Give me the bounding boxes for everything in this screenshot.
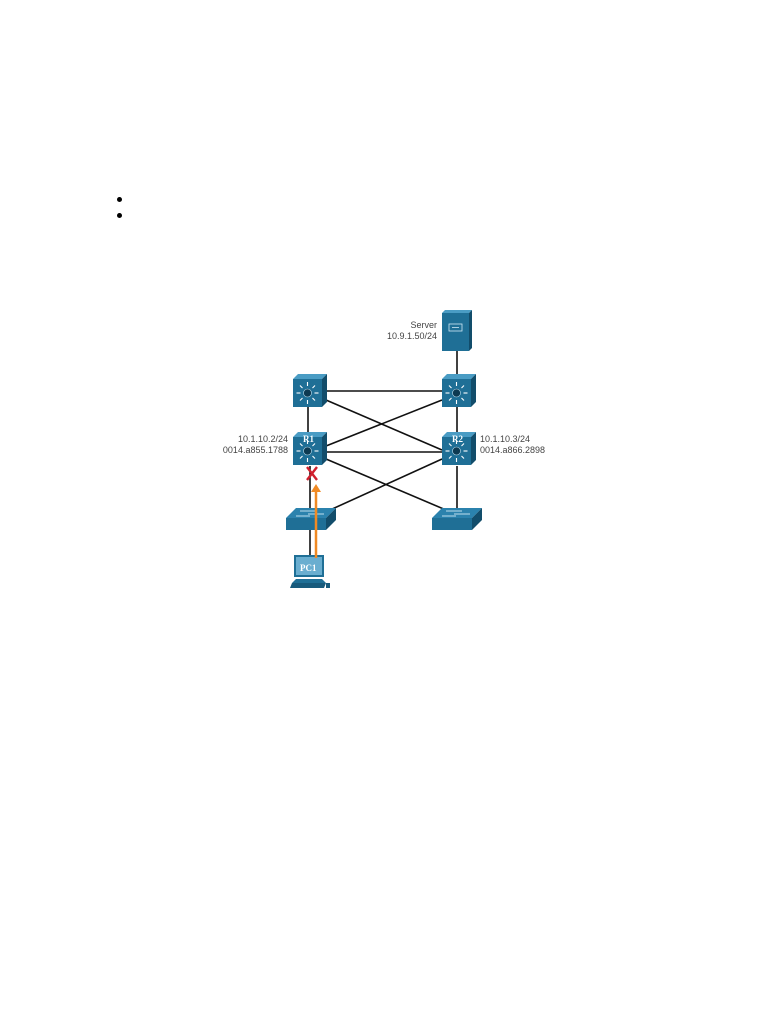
access-switch-left-icon [285, 507, 337, 531]
server-icon [442, 310, 472, 351]
distribution-switch-right-icon [441, 373, 477, 408]
pc1-name: PC1 [300, 563, 317, 573]
r1-mac: 0014.a855.1788 [223, 445, 288, 455]
bullet-1 [117, 197, 122, 202]
r2-ip: 10.1.10.3/24 [480, 434, 530, 444]
r1-ip: 10.1.10.2/24 [238, 434, 288, 444]
r1-name: R1 [303, 434, 314, 444]
pc1-icon [290, 555, 330, 588]
server-label: Server [410, 320, 437, 330]
links [307, 350, 458, 558]
blocked-x-icon [306, 466, 318, 481]
r2-name: R2 [452, 434, 463, 444]
traffic-arrow-icon [311, 484, 321, 558]
r2-mac: 0014.a866.2898 [480, 445, 545, 455]
access-switch-right-icon [431, 507, 483, 531]
bullet-2 [117, 213, 122, 218]
server-ip: 10.9.1.50/24 [387, 331, 437, 341]
distribution-switch-left-icon [292, 373, 328, 408]
